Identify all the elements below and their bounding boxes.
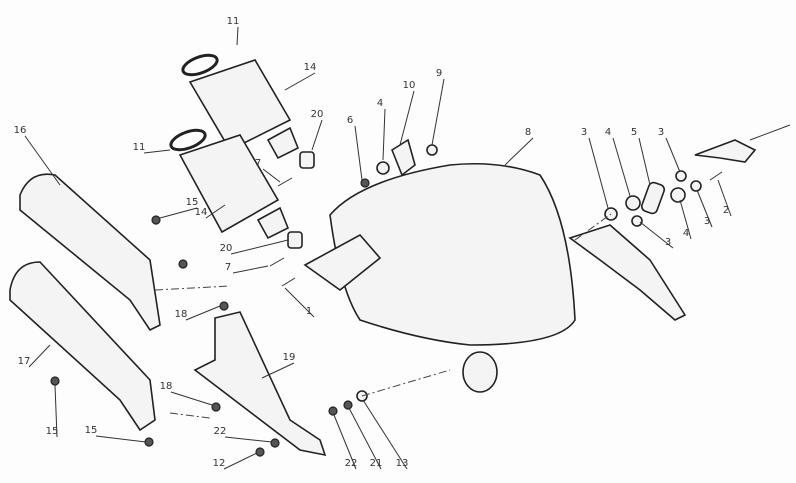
leader-line [382,108,386,161]
callout-label: 7 [225,262,231,273]
leader-line [236,26,239,46]
callout-label: 4 [605,127,611,138]
leader-line [230,239,289,255]
callout-label: 5 [631,127,637,138]
leader-line [170,391,213,406]
leader-line [185,305,221,321]
callout-label: 14 [304,62,317,73]
callout-label: 20 [311,109,324,120]
hardware [50,138,723,457]
footrest-bracket [694,139,757,163]
leader-line [159,207,198,219]
leader-line [232,265,269,274]
leader-line [665,137,681,173]
leader-line [639,221,674,249]
leader-line [143,149,171,154]
callout-label: 17 [18,356,31,367]
callout-label: 13 [396,458,409,469]
callout-label: 2 [723,205,729,216]
leader-line [717,179,732,217]
leader-line [262,168,281,183]
leader-line [223,452,258,470]
callout-label: 15 [85,425,98,436]
leader-line [205,204,226,219]
leader-line [95,435,147,443]
leader-line [362,399,408,470]
callout-label: 8 [525,127,531,138]
callout-label: 3 [581,127,587,138]
callout-label: 4 [377,98,383,109]
leader-line [311,119,323,151]
leader-line [354,125,363,181]
leader-line [261,362,295,379]
leader-line [284,72,316,91]
callout-label: 4 [683,228,689,239]
callout-label: 6 [347,115,353,126]
callout-label: 12 [213,458,226,469]
leader-line [28,344,51,368]
leader-line [24,135,61,186]
callout-label: 21 [370,458,383,469]
callout-label: 20 [220,243,233,254]
muffler-upper [181,53,300,160]
leader-line [348,407,382,470]
leader-line [588,137,609,209]
callout-label: 19 [283,352,296,363]
callout-label: 11 [133,142,146,153]
callout-label: 15 [186,197,199,208]
leader-line [224,436,273,443]
callout-label: 16 [14,125,27,136]
callout-label: 1 [306,306,312,317]
callout-label: 22 [345,458,358,469]
leader-line [679,199,692,240]
leader-line [54,384,58,438]
callout-label: 11 [227,16,240,27]
callout-label: 14 [195,207,208,218]
bracket-19 [193,311,327,457]
callout-label: 10 [403,80,416,91]
callout-label: 22 [214,426,227,437]
leader-line [638,137,651,186]
mounting-bracket [568,224,687,321]
callout-label: 15 [46,426,59,437]
callout-label: 18 [175,309,188,320]
callout-label: 3 [658,127,664,138]
leader-line [431,78,445,146]
leader-line [399,90,415,146]
callout-label: 3 [704,216,710,227]
callout-label: 3 [665,237,671,248]
leader-line [333,414,357,470]
silencer-tank [303,162,576,393]
leader-line [696,189,713,228]
leader-line [612,137,631,197]
heat-shield-17 [9,261,156,432]
callout-label: 9 [436,68,442,79]
callout-label: 18 [160,381,173,392]
heat-shield-16 [19,173,161,332]
callout-label: 7 [255,158,261,169]
muffler-lower [169,128,290,240]
leader-line [504,137,534,166]
leader-line [284,287,315,318]
